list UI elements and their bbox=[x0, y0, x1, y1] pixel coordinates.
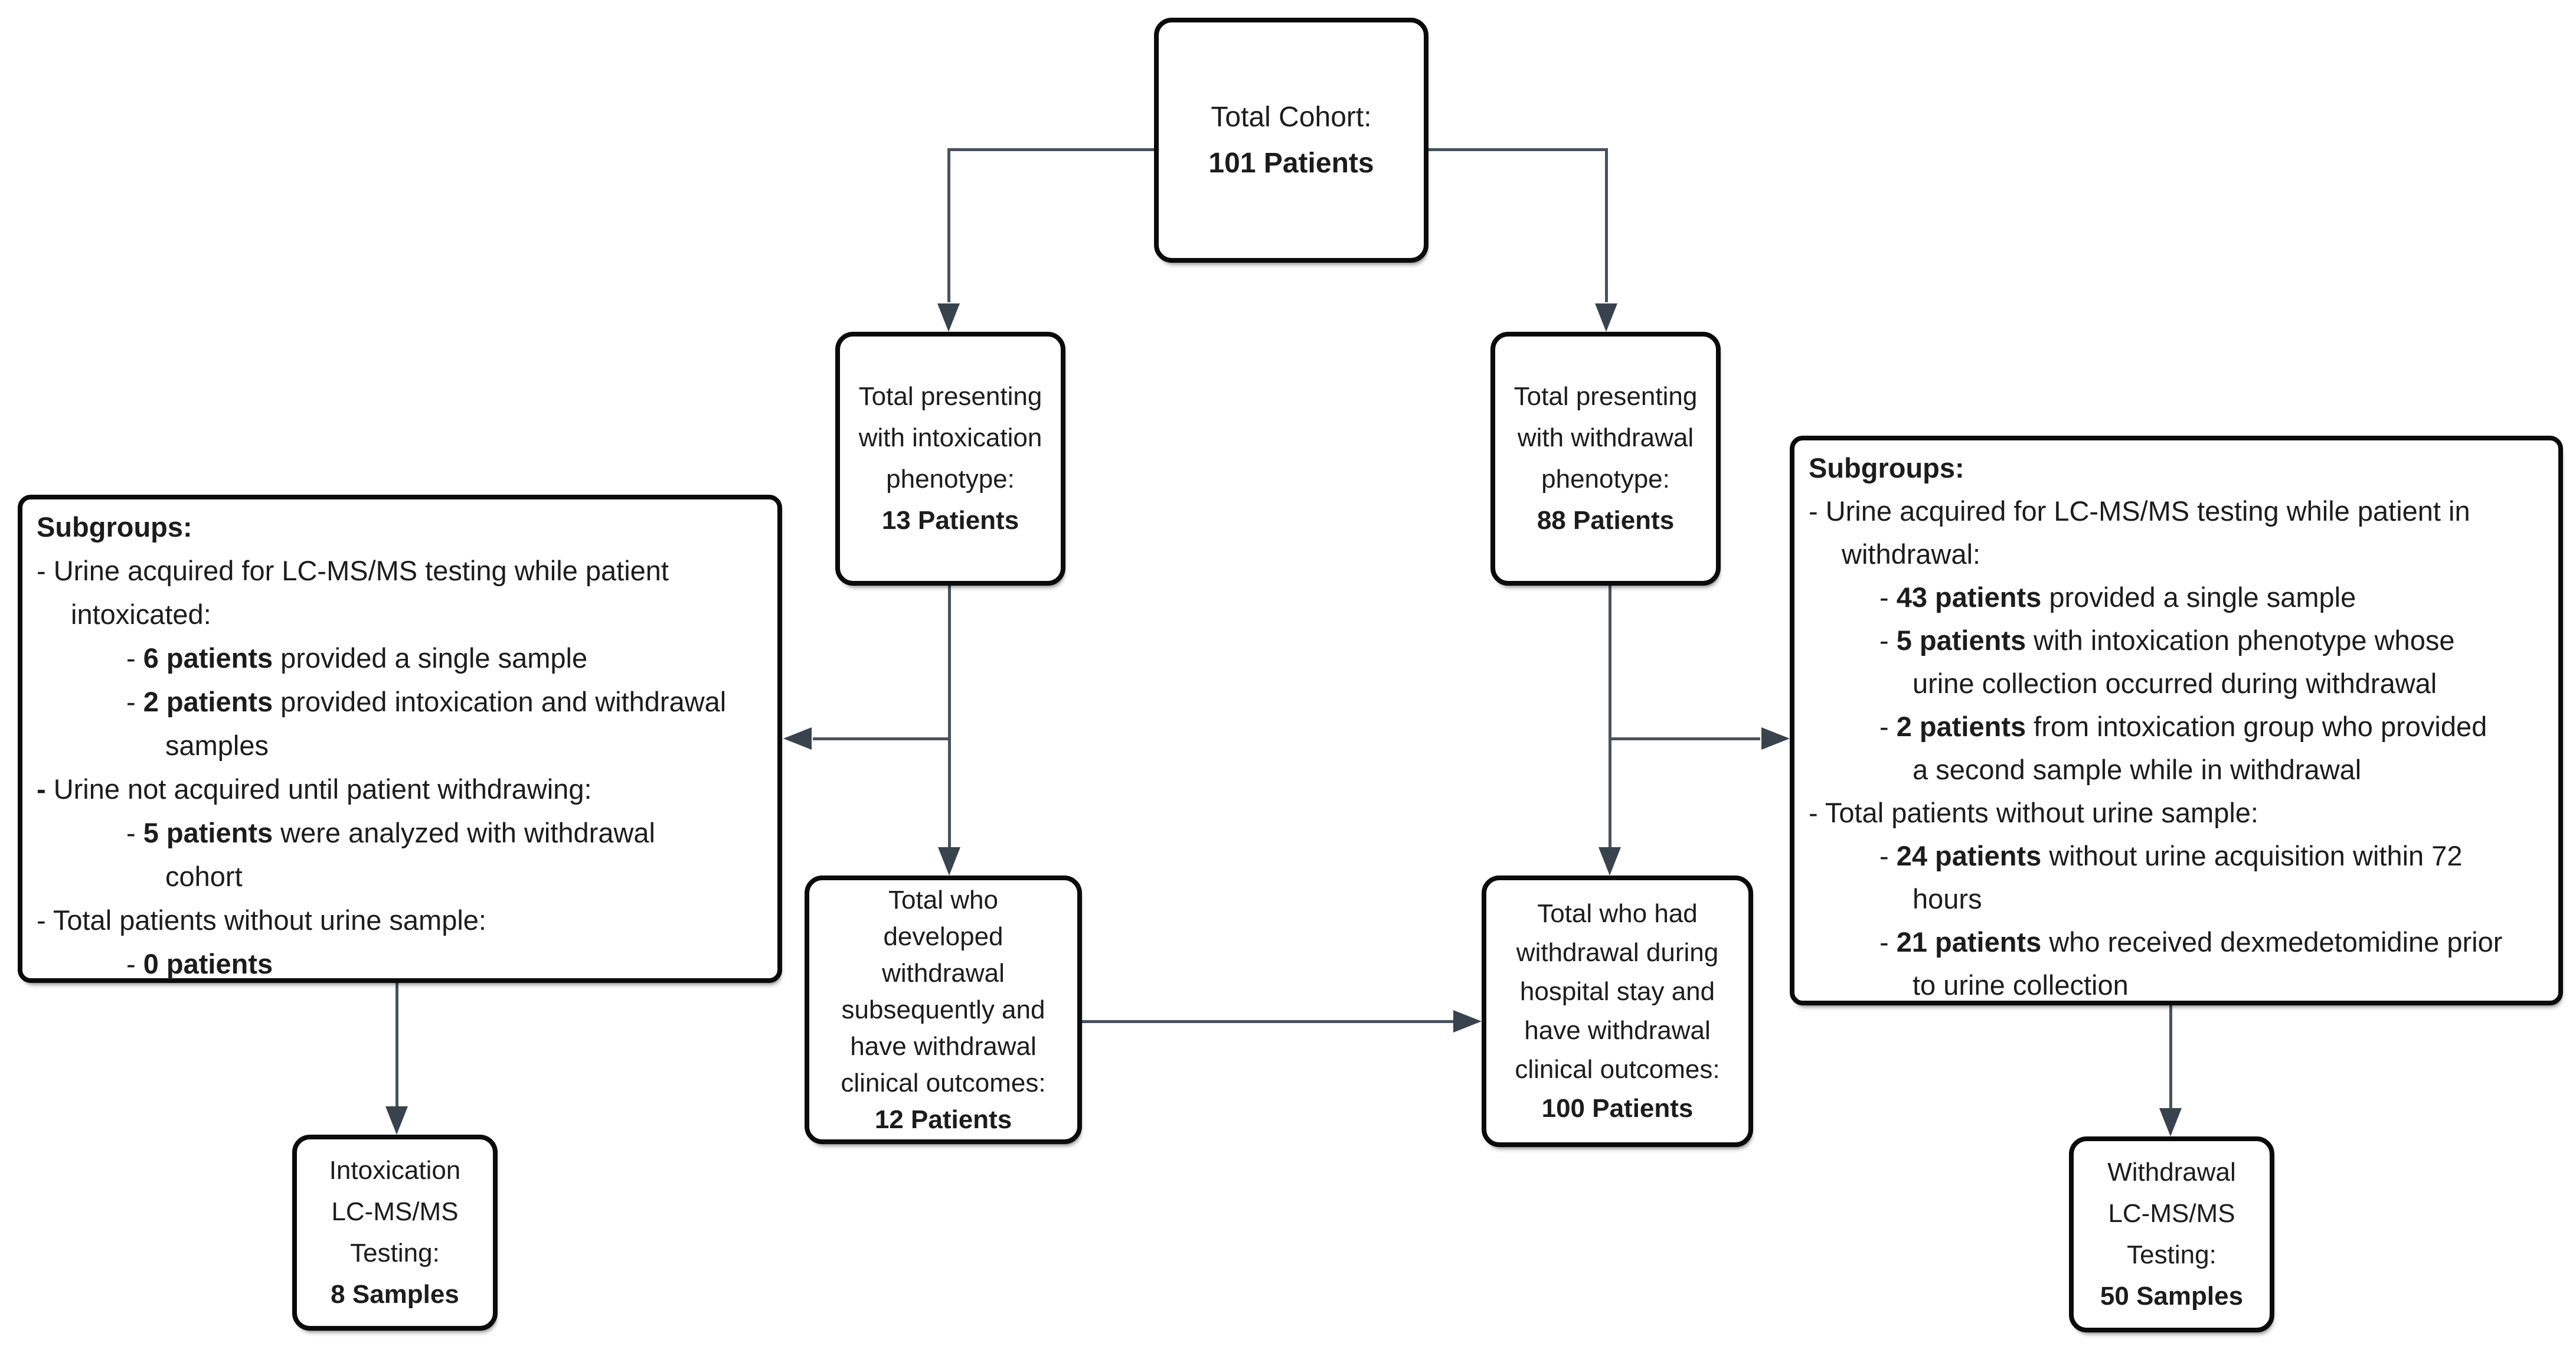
arrowhead-into-withdrawal-subgroups-icon bbox=[1761, 727, 1790, 750]
text-line: - 5 patients were analyzed with withdraw… bbox=[126, 817, 655, 848]
connector-total-to-withdrawal-horizontal bbox=[1428, 148, 1607, 151]
text-line: - 21 patients who received dexmedetomidi… bbox=[1879, 926, 2503, 958]
box-intoxication-subgroups-text: Subgroups: - Urine acquired for LC-MS/MS … bbox=[37, 505, 767, 986]
text-line: 50 Samples bbox=[2100, 1282, 2244, 1311]
connector-total-to-withdrawal-vertical bbox=[1605, 148, 1608, 302]
branch-to-withdrawal-subgroups bbox=[1610, 737, 1760, 740]
connector-subgroups-to-withdrawal-testing bbox=[2169, 1005, 2172, 1109]
text-line: clinical outcomes: bbox=[841, 1068, 1046, 1097]
text-line: Total presenting bbox=[1513, 382, 1698, 411]
text-line: 88 Patients bbox=[1537, 506, 1675, 535]
text-line: clinical outcomes: bbox=[1515, 1055, 1720, 1084]
connector-subgroups-to-intoxication-testing bbox=[395, 983, 398, 1108]
text-line: - 24 patients without urine acquisition … bbox=[1879, 840, 2463, 871]
text-line: phenotype: bbox=[1541, 465, 1670, 494]
text-line: - Total patients without urine sample: bbox=[37, 904, 486, 936]
box-intoxication-phenotype: Total presenting with intoxication phenoty… bbox=[835, 332, 1065, 586]
text-line: Testing: bbox=[350, 1239, 440, 1267]
text-line: 13 Patients bbox=[881, 506, 1019, 535]
box-total-cohort-text: Total Cohort: 101 Patients bbox=[1159, 94, 1424, 187]
text-line: urine collection occurred during withdra… bbox=[1913, 668, 2437, 699]
connector-total-to-intoxication-vertical bbox=[947, 148, 950, 302]
text-line: withdrawal during bbox=[1516, 938, 1719, 967]
text-line: have withdrawal bbox=[850, 1031, 1037, 1061]
text-line: 8 Samples bbox=[331, 1280, 459, 1309]
text-line: have withdrawal bbox=[1524, 1016, 1711, 1045]
box-withdrawal-subgroups-text: Subgroups: - Urine acquired for LC-MS/MS … bbox=[1809, 446, 2548, 1007]
arrowhead-into-intoxication-testing-icon bbox=[385, 1106, 408, 1135]
text-line: intoxicated: bbox=[71, 599, 211, 630]
text-line: - Urine acquired for LC-MS/MS testing wh… bbox=[1809, 495, 2470, 527]
text-line: LC-MS/MS bbox=[331, 1197, 459, 1226]
text-line: subsequently and bbox=[841, 995, 1045, 1024]
text-line: - 43 patients provided a single sample bbox=[1879, 582, 2356, 613]
connector-developed-to-hospital bbox=[1082, 1020, 1453, 1023]
arrowhead-into-withdrawal-phenotype-icon bbox=[1595, 303, 1617, 332]
text-line: - 2 patients from intoxication group who… bbox=[1879, 711, 2487, 742]
text-line: Total presenting bbox=[858, 382, 1042, 411]
text-line: - Urine not acquired until patient withd… bbox=[37, 773, 592, 805]
arrowhead-into-withdrawal-testing-icon bbox=[2159, 1108, 2182, 1136]
text-line: withdrawal: bbox=[1842, 538, 1981, 570]
text-line: hospital stay and bbox=[1519, 977, 1715, 1006]
text-line: a second sample while in withdrawal bbox=[1913, 754, 2362, 785]
box-developed-withdrawal: Total who developed withdrawal subsequently… bbox=[805, 875, 1082, 1144]
text-line: Subgroups: bbox=[37, 511, 192, 543]
text-line: withdrawal bbox=[882, 958, 1005, 988]
connector-total-to-intoxication-horizontal bbox=[949, 148, 1154, 151]
branch-to-intoxication-subgroups bbox=[813, 737, 949, 740]
text-line: Total who bbox=[888, 885, 998, 914]
text-line: with intoxication bbox=[858, 423, 1042, 452]
box-withdrawal-phenotype: Total presenting with withdrawal phenotype… bbox=[1490, 332, 1721, 586]
arrowhead-into-intoxication-phenotype-icon bbox=[937, 303, 960, 332]
text-line: Total Cohort: bbox=[1211, 101, 1372, 133]
box-withdrawal-phenotype-text: Total presenting with withdrawal phenotype… bbox=[1495, 376, 1716, 541]
text-line: Intoxication bbox=[329, 1156, 461, 1185]
box-intoxication-subgroups: Subgroups: - Urine acquired for LC-MS/MS … bbox=[18, 495, 782, 983]
text-line: hours bbox=[1913, 883, 1982, 914]
box-intoxication-phenotype-text: Total presenting with intoxication phenoty… bbox=[840, 376, 1061, 541]
text-line: - Urine acquired for LC-MS/MS testing wh… bbox=[37, 555, 669, 586]
text-line: 101 Patients bbox=[1208, 147, 1374, 179]
arrowhead-into-intoxication-subgroups-icon bbox=[783, 727, 812, 750]
text-line: to urine collection bbox=[1913, 969, 2129, 1001]
box-total-cohort: Total Cohort: 101 Patients bbox=[1154, 18, 1428, 263]
text-line: developed bbox=[883, 922, 1003, 951]
text-line: cohort bbox=[165, 861, 243, 892]
box-hospital-withdrawal-text: Total who had withdrawal during hospital s… bbox=[1486, 894, 1748, 1128]
text-line: - Total patients without urine sample: bbox=[1809, 797, 2258, 828]
text-line: 12 Patients bbox=[874, 1105, 1012, 1134]
box-developed-withdrawal-text: Total who developed withdrawal subsequently… bbox=[809, 882, 1077, 1138]
text-line: Testing: bbox=[2127, 1240, 2217, 1269]
arrowhead-into-hospital-withdrawal-left-icon bbox=[1453, 1010, 1482, 1033]
text-line: - 6 patients provided a single sample bbox=[126, 642, 588, 674]
text-line: - 0 patients bbox=[126, 948, 273, 979]
text-line: - 2 patients provided intoxication and w… bbox=[126, 686, 727, 717]
box-hospital-withdrawal: Total who had withdrawal during hospital s… bbox=[1482, 875, 1753, 1147]
box-withdrawal-subgroups: Subgroups: - Urine acquired for LC-MS/MS … bbox=[1790, 436, 2563, 1005]
connector-intoxication-down bbox=[948, 586, 951, 847]
arrowhead-into-hospital-withdrawal-icon bbox=[1598, 847, 1621, 875]
text-line: Withdrawal bbox=[2107, 1158, 2236, 1187]
text-line: LC-MS/MS bbox=[2108, 1199, 2235, 1228]
arrowhead-into-developed-withdrawal-icon bbox=[938, 847, 960, 875]
text-line: samples bbox=[165, 730, 269, 761]
text-line: phenotype: bbox=[886, 465, 1015, 494]
text-line: Total who had bbox=[1537, 899, 1698, 928]
text-line: Subgroups: bbox=[1809, 452, 1964, 484]
text-line: 100 Patients bbox=[1541, 1094, 1694, 1123]
text-line: - 5 patients with intoxication phenotype… bbox=[1879, 625, 2455, 656]
connector-withdrawal-down bbox=[1609, 586, 1611, 847]
text-line: with withdrawal bbox=[1517, 423, 1694, 452]
